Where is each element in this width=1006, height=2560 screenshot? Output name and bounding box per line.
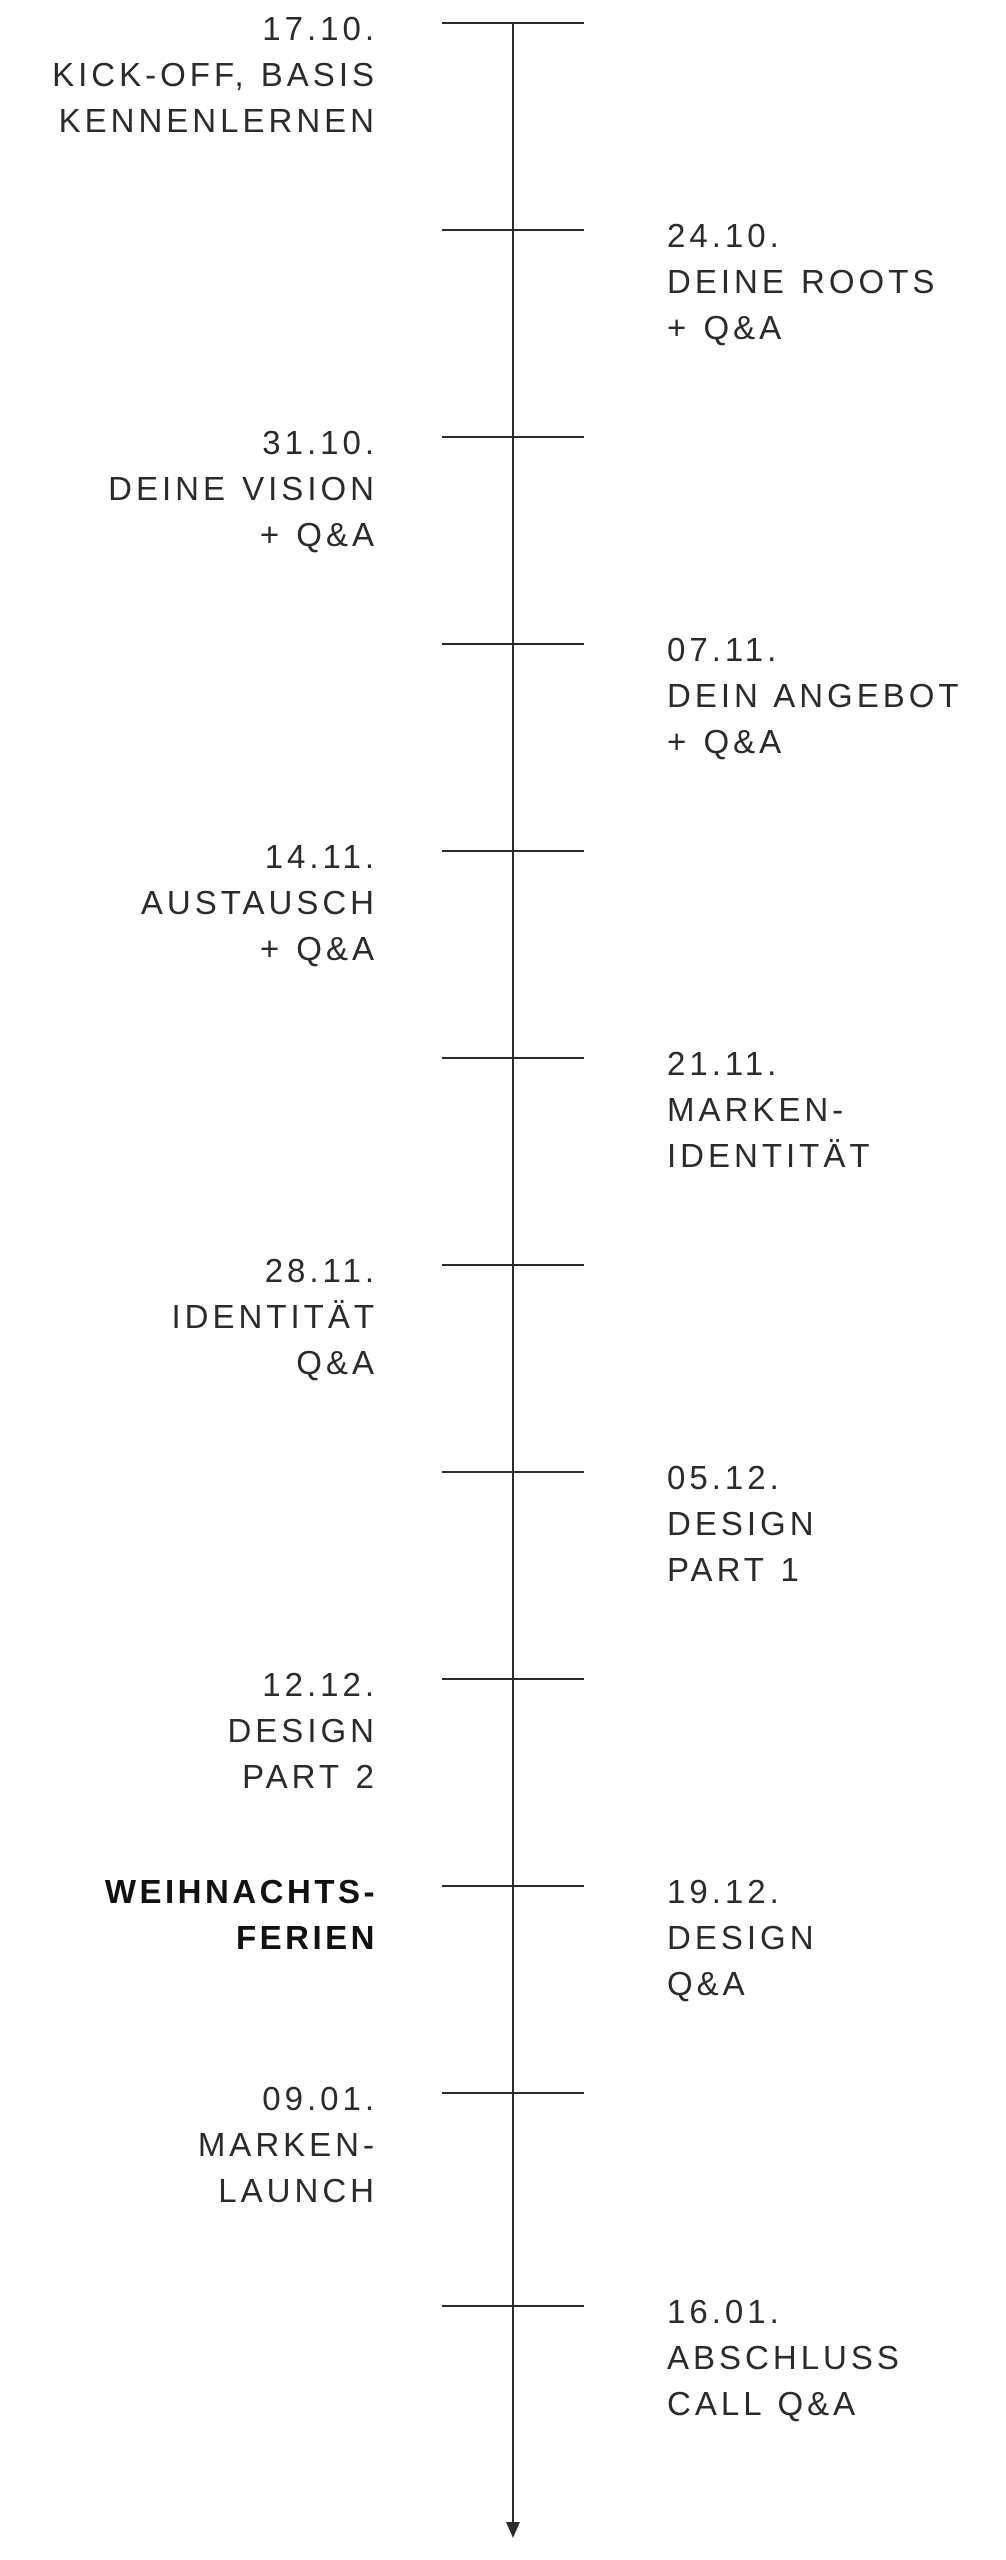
event-title-line: + Q&A	[667, 723, 786, 760]
event-title-line: DESIGN	[227, 1712, 378, 1749]
timeline-event: 07.11. DEIN ANGEBOT + Q&A	[667, 627, 1006, 765]
timeline-event: 14.11. AUSTAUSCH + Q&A	[0, 834, 378, 972]
event-title-line: DEINE VISION	[108, 470, 378, 507]
timeline-event: 17.10. KICK-OFF, BASIS KENNENLERNEN	[0, 6, 378, 144]
event-date: 05.12.	[667, 1459, 783, 1496]
event-title-line: DESIGN	[667, 1919, 818, 1956]
event-title-line: DESIGN	[667, 1505, 818, 1542]
timeline-event: 05.12. DESIGN PART 1	[667, 1455, 1006, 1593]
timeline-event: 31.10. DEINE VISION + Q&A	[0, 420, 378, 558]
timeline-event: 09.01. MARKEN- LAUNCH	[0, 2076, 378, 2214]
event-title-line: KICK-OFF, BASIS	[52, 56, 378, 93]
holiday-note: WEIHNACHTS- FERIEN	[0, 1869, 378, 1961]
timeline-event: 19.12. DESIGN Q&A	[667, 1869, 1006, 2007]
event-title-line: AUSTAUSCH	[140, 884, 378, 921]
event-title-line: Q&A	[667, 1965, 749, 2002]
event-title-line: MARKEN-	[667, 1091, 848, 1128]
event-title-line: DEIN ANGEBOT	[667, 677, 963, 714]
event-date: 09.01.	[262, 2080, 378, 2117]
event-date: 17.10.	[262, 10, 378, 47]
timeline-event: 28.11. IDENTITÄT Q&A	[0, 1248, 378, 1386]
event-title-line: + Q&A	[259, 930, 378, 967]
event-date: 28.11.	[264, 1252, 378, 1289]
timeline-event: 12.12. DESIGN PART 2	[0, 1662, 378, 1800]
event-title-line: PART 1	[667, 1551, 803, 1588]
event-title-line: PART 2	[242, 1758, 378, 1795]
event-date: 31.10.	[262, 424, 378, 461]
event-title-line: KENNENLERNEN	[58, 102, 378, 139]
event-title-line: + Q&A	[667, 309, 786, 346]
event-title-line: CALL Q&A	[667, 2385, 860, 2422]
event-title-line: ABSCHLUSS	[667, 2339, 903, 2376]
event-date: 24.10.	[667, 217, 783, 254]
event-date: 19.12.	[667, 1873, 783, 1910]
event-date: 21.11.	[667, 1045, 781, 1082]
event-date: 16.01.	[667, 2293, 783, 2330]
event-title-line: MARKEN-	[197, 2126, 378, 2163]
event-title-line: DEINE ROOTS	[667, 263, 939, 300]
holiday-note-line: WEIHNACHTS-	[104, 1873, 378, 1910]
event-title-line: IDENTITÄT	[171, 1298, 378, 1335]
event-title-line: LAUNCH	[218, 2172, 378, 2209]
timeline-event: 16.01. ABSCHLUSS CALL Q&A	[667, 2289, 1006, 2427]
holiday-note-line: FERIEN	[235, 1919, 378, 1956]
arrow-down-icon	[506, 2522, 520, 2538]
event-date: 12.12.	[262, 1666, 378, 1703]
timeline-event: 21.11. MARKEN- IDENTITÄT	[667, 1041, 1006, 1179]
event-date: 14.11.	[264, 838, 378, 875]
event-title-line: IDENTITÄT	[667, 1137, 874, 1174]
event-date: 07.11.	[667, 631, 781, 668]
event-title-line: Q&A	[296, 1344, 378, 1381]
timeline-event: 24.10. DEINE ROOTS + Q&A	[667, 213, 1006, 351]
event-title-line: + Q&A	[259, 516, 378, 553]
